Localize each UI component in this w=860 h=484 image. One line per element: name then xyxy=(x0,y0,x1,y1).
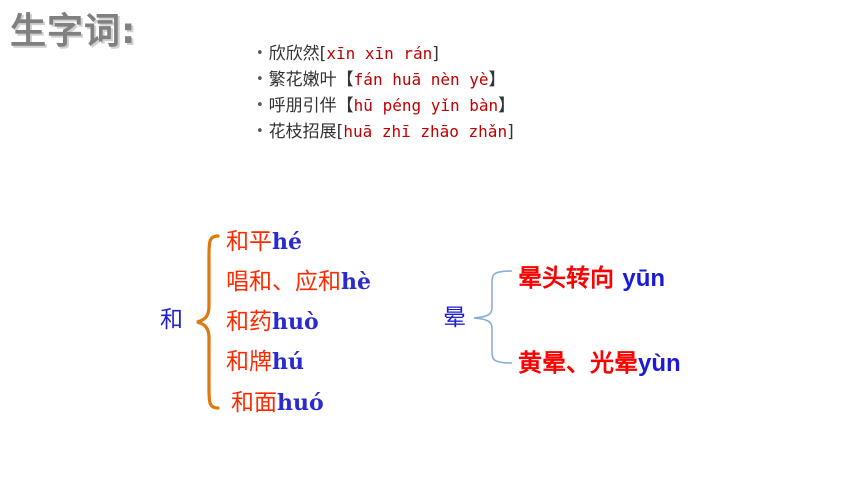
vocab-bracket-close: ] xyxy=(507,122,514,142)
list-item: • 花枝招展[huā zhī zhāo zhǎn] xyxy=(256,120,515,146)
he-reading-item: 和牌hú xyxy=(226,351,304,374)
vocab-pinyin: huā zhī zhāo zhǎn xyxy=(343,122,508,141)
vocab-pinyin: fán huā nèn yè xyxy=(353,70,489,89)
he-reading-item: 和面huó xyxy=(231,392,324,415)
he-character: 和 xyxy=(160,307,183,333)
he-pinyin: huò xyxy=(272,309,319,335)
bullet-icon: • xyxy=(256,46,264,61)
he-pinyin: hú xyxy=(272,349,304,375)
yun-pinyin: yùn xyxy=(638,350,681,377)
he-pinyin: hé xyxy=(272,229,302,255)
vocab-bracket-close: ] xyxy=(432,44,439,64)
vocab-word: 呼朋引伴 xyxy=(268,96,337,116)
he-word: 和面 xyxy=(231,390,277,416)
vocab-word: 花枝招展 xyxy=(268,122,337,142)
list-item: • 呼朋引伴【hū péng yǐn bàn】 xyxy=(256,94,515,120)
bullet-icon: • xyxy=(256,72,264,87)
vocab-bracket-open: 【 xyxy=(336,96,354,116)
he-word: 和牌 xyxy=(226,349,272,375)
he-pinyin: huó xyxy=(277,390,324,416)
vocab-word: 繁花嫩叶 xyxy=(268,70,337,90)
yun-word: 黄晕、光晕 xyxy=(518,349,638,377)
he-reading-item: 唱和、应和hè xyxy=(226,271,371,294)
vocab-bracket-close: 】 xyxy=(498,96,516,116)
curly-brace-icon xyxy=(196,234,220,410)
yun-character: 晕 xyxy=(443,305,466,331)
vocab-pinyin: xīn xīn rán xyxy=(326,44,433,63)
he-reading-item: 和平hé xyxy=(226,231,302,254)
list-item: • 欣欣然[xīn xīn rán] xyxy=(256,42,515,68)
yun-pinyin: yūn xyxy=(622,265,666,292)
he-word: 和平 xyxy=(226,229,272,255)
vocab-bracket-open: [ xyxy=(336,122,344,142)
yun-reading-item: 晕头转向 yūn xyxy=(518,266,665,291)
vocabulary-list: •欣欣然[xīn xīn rán] •繁花嫩叶【fán huā nèn yè】 … xyxy=(256,42,515,146)
he-word: 和药 xyxy=(226,309,272,335)
he-word: 唱和、应和 xyxy=(226,269,341,295)
vocab-bracket-open: [ xyxy=(319,44,327,64)
he-pinyin: hè xyxy=(341,269,371,295)
bracket-icon xyxy=(473,270,513,364)
yun-word: 晕头转向 xyxy=(518,264,623,292)
vocab-bracket-open: 【 xyxy=(336,70,354,90)
page-title: 生字词: xyxy=(10,11,137,52)
yun-reading-item: 黄晕、光晕yùn xyxy=(518,351,681,376)
he-reading-item: 和药huò xyxy=(226,311,319,334)
vocab-bracket-close: 】 xyxy=(488,70,506,90)
list-item: • 繁花嫩叶【fán huā nèn yè】 xyxy=(256,68,515,94)
vocab-word: 欣欣然 xyxy=(268,44,320,64)
vocab-pinyin: hū péng yǐn bàn xyxy=(353,96,499,115)
bullet-icon: • xyxy=(256,124,264,139)
bullet-icon: • xyxy=(256,98,264,113)
